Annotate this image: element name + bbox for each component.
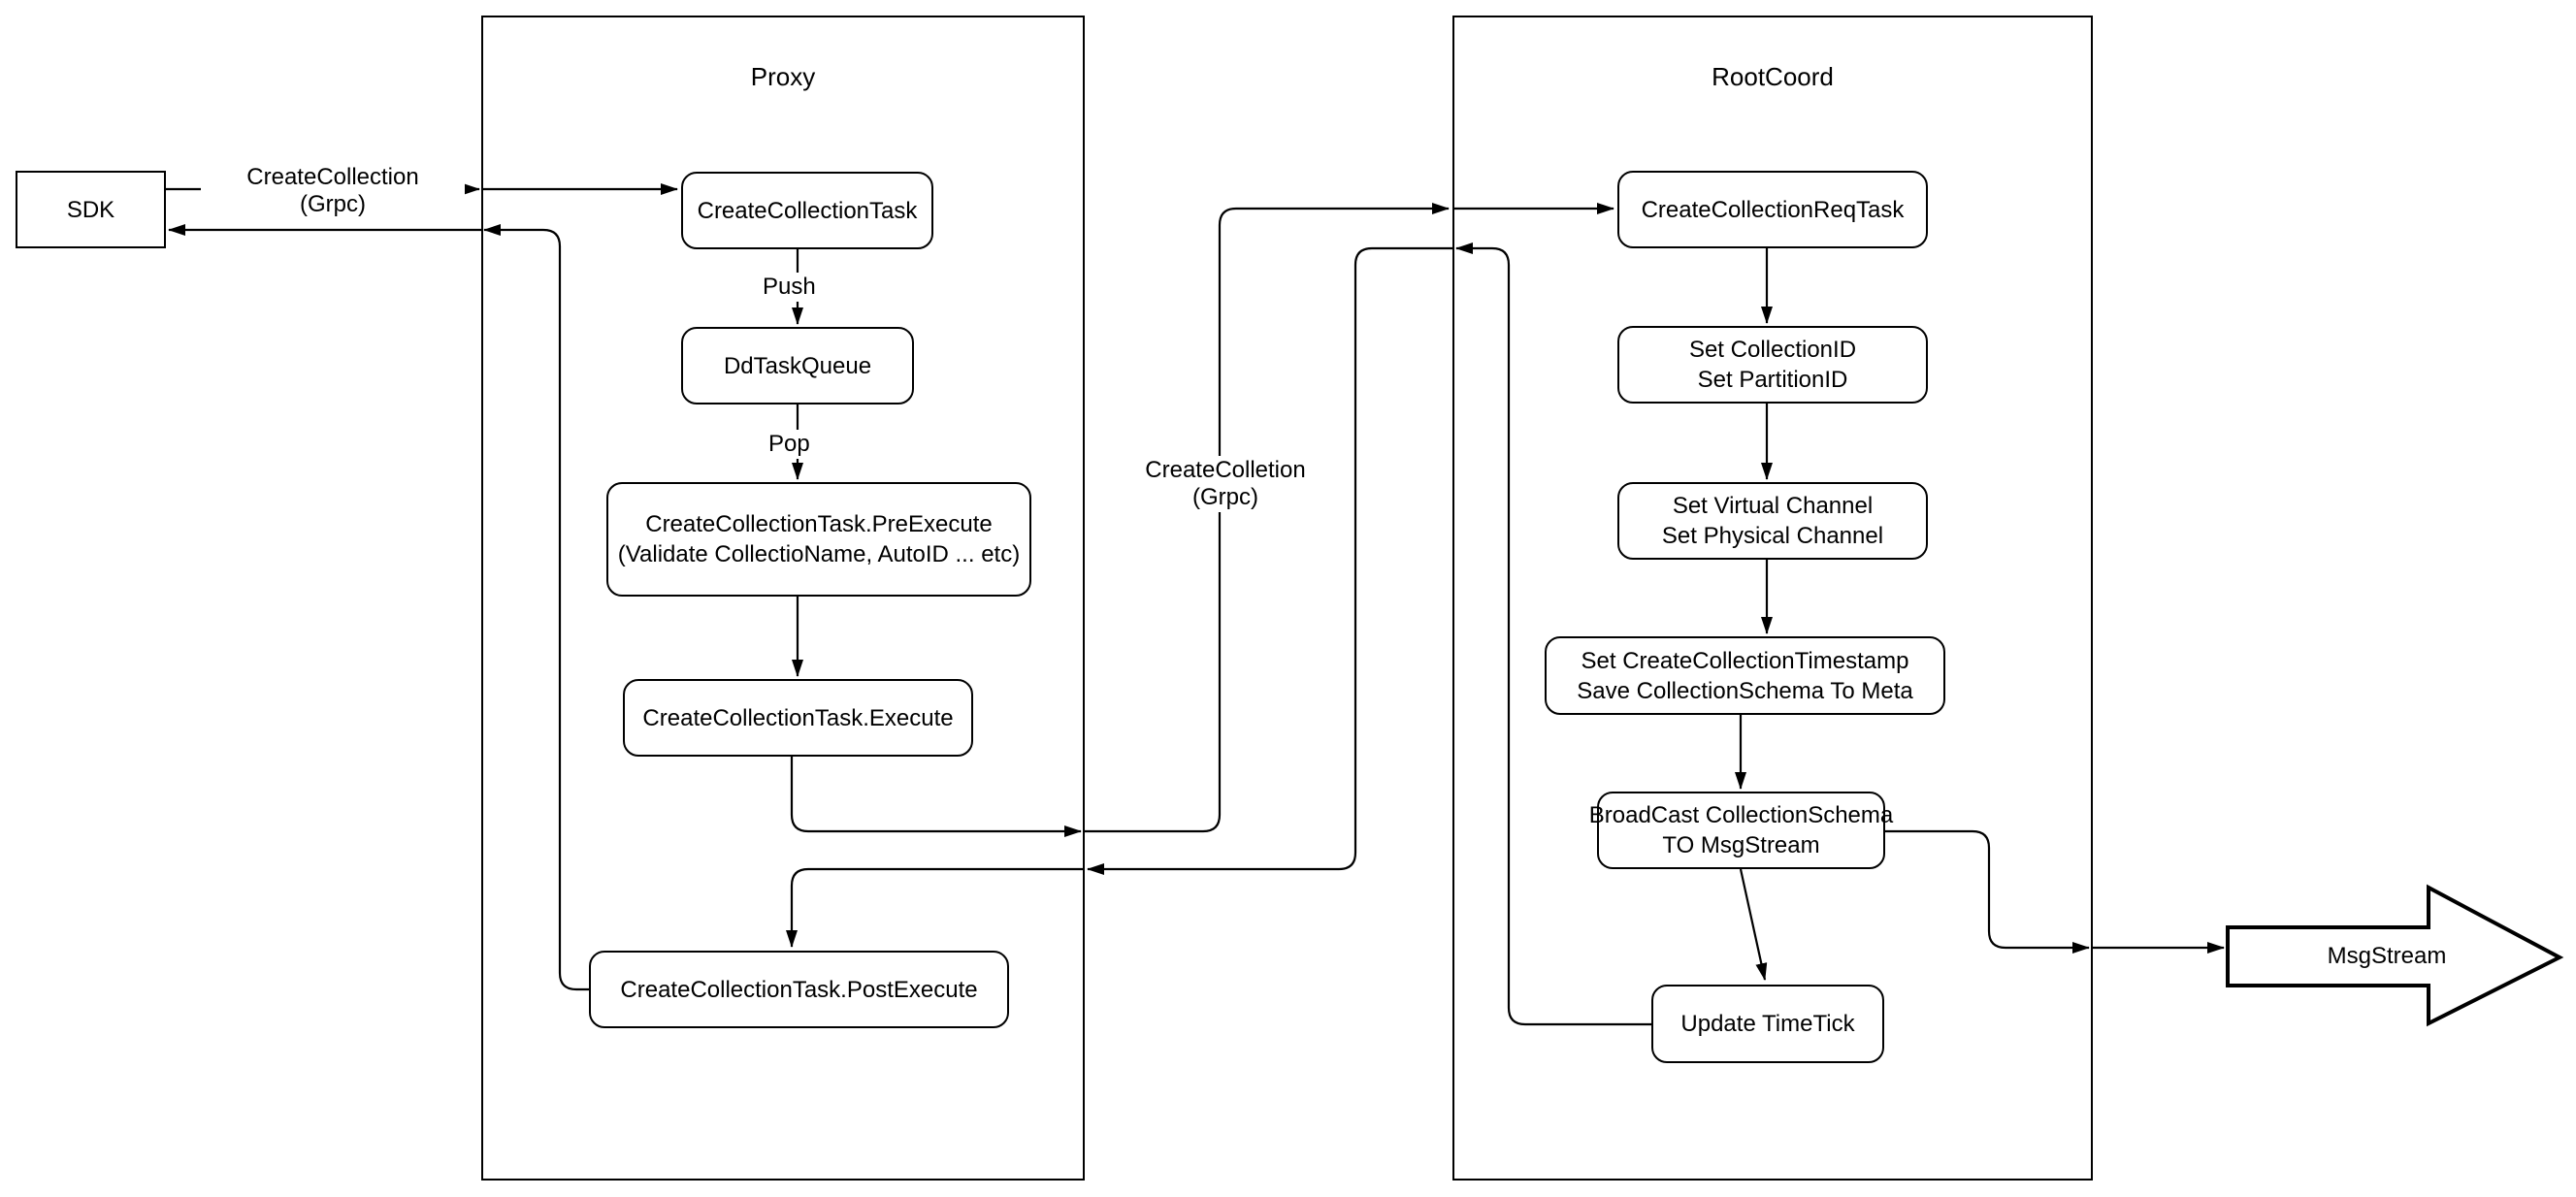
node-sdk-label: SDK	[66, 196, 115, 223]
msgstream-arrow-shape	[2226, 884, 2564, 1027]
edge-postexecute-to-proxy-edge	[483, 224, 589, 991]
node-dd-task-queue: DdTaskQueue	[681, 327, 914, 404]
node-dd-task-queue-label: DdTaskQueue	[723, 352, 872, 379]
node-post-execute-label: CreateCollectionTask.PostExecute	[620, 976, 978, 1003]
node-create-collection-req-task: CreateCollectionReqTask	[1617, 171, 1928, 248]
node-broadcast-line2: TO MsgStream	[1662, 832, 1820, 858]
edge-label-grpc-request: CreateCollection (Grpc)	[201, 163, 465, 219]
edge-execute-to-proxy-edge	[790, 757, 1082, 837]
node-create-collection-task: CreateCollectionTask	[681, 172, 933, 249]
edge-label-grpc-internal: CreateColletion (Grpc)	[1113, 456, 1338, 512]
edge-label-pop: Pop	[763, 430, 816, 459]
node-update-timetick-label: Update TimeTick	[1680, 1011, 1855, 1037]
edge-rootcoord-to-proxy-return	[1087, 246, 1452, 875]
node-set-timestamp-line: Set CreateCollectionTimestamp	[1581, 647, 1909, 674]
edge-proxy-to-rootcoord	[1085, 203, 1450, 833]
node-set-collection-id-line: Set CollectionID	[1688, 337, 1857, 363]
node-set-timestamp-save-schema: Set CreateCollectionTimestamp Save Colle…	[1545, 636, 1945, 715]
node-broadcast-schema: BroadCast CollectionSchema TO MsgStream	[1589, 792, 1893, 869]
node-create-collection-req-task-label: CreateCollectionReqTask	[1641, 196, 1905, 223]
node-broadcast-line1: BroadCast CollectionSchema	[1588, 802, 1894, 828]
node-pre-execute-line2: (Validate CollectioName, AutoID ... etc)	[617, 541, 1021, 567]
node-pre-execute: CreateCollectionTask.PreExecute (Validat…	[606, 482, 1031, 597]
node-set-physical-channel-line: Set Physical Channel	[1661, 523, 1884, 549]
rootcoord-title: RootCoord	[1712, 62, 1834, 91]
edge-label-pop-text: Pop	[768, 431, 810, 457]
node-pre-execute-line1: CreateCollectionTask.PreExecute	[645, 511, 993, 537]
node-set-partition-id-line: Set PartitionID	[1697, 367, 1848, 393]
node-execute: CreateCollectionTask.Execute	[623, 679, 973, 757]
container-proxy: Proxy	[481, 16, 1085, 1181]
node-set-collection-partition-id: Set CollectionID Set PartitionID	[1617, 326, 1928, 404]
edge-label-push-text: Push	[763, 274, 816, 300]
edge-return-to-postexecute	[786, 867, 1085, 948]
edge-label-push: Push	[757, 273, 822, 302]
node-update-timetick: Update TimeTick	[1651, 985, 1884, 1063]
node-execute-label: CreateCollectionTask.Execute	[642, 704, 954, 731]
node-create-collection-task-label: CreateCollectionTask	[697, 197, 918, 224]
edge-updatetimetick-to-rootcoord-edge	[1455, 243, 1651, 1026]
edge-label-grpc-internal-line2: (Grpc)	[1192, 484, 1258, 510]
edge-label-grpc-internal-line1: CreateColletion	[1145, 457, 1306, 483]
proxy-title: Proxy	[750, 62, 816, 91]
node-set-virtual-channel-line: Set Virtual Channel	[1672, 493, 1874, 519]
edge-label-grpc-request-line1: CreateCollection	[246, 164, 419, 190]
edge-broadcast-to-updatetimetick	[1739, 868, 1768, 981]
node-set-channels: Set Virtual Channel Set Physical Channel	[1617, 482, 1928, 560]
edge-broadcast-to-rootcoord-edge	[1885, 829, 2090, 954]
node-post-execute: CreateCollectionTask.PostExecute	[589, 951, 1009, 1028]
container-rootcoord: RootCoord	[1452, 16, 2093, 1181]
msgstream-label-text: MsgStream	[2327, 943, 2447, 969]
node-sdk: SDK	[16, 171, 166, 248]
node-save-schema-line: Save CollectionSchema To Meta	[1577, 677, 1913, 704]
msgstream-label: MsgStream	[2251, 931, 2523, 982]
edge-label-grpc-request-line2: (Grpc)	[300, 191, 366, 217]
